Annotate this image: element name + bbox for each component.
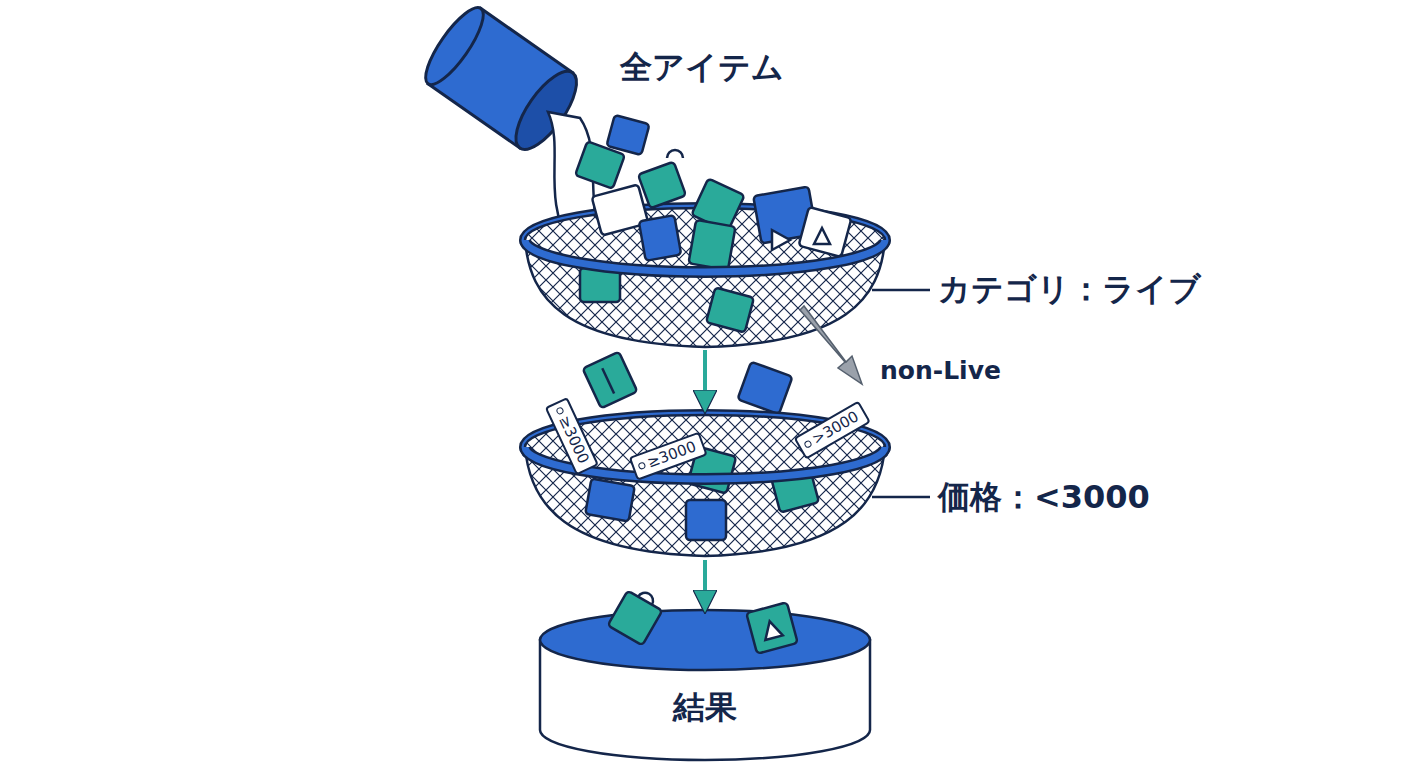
tag-hole <box>637 462 646 471</box>
item-icon <box>799 207 852 257</box>
item-icon <box>575 141 625 189</box>
item-icon <box>606 115 649 155</box>
triangle-icon <box>814 228 830 244</box>
result-platform: 結果 <box>540 610 870 762</box>
play-icon <box>772 230 790 250</box>
item-mark <box>602 368 614 393</box>
items <box>575 115 851 333</box>
triangle-icon <box>761 619 783 640</box>
node-label: 結果 <box>540 690 870 725</box>
node-label: 価格：<3000 <box>938 480 1150 515</box>
leader-line <box>872 496 930 499</box>
leader-line <box>872 289 930 292</box>
reject-label: non-Live <box>880 357 1001 385</box>
item-icon <box>583 352 638 409</box>
bucket-node: 全アイテム <box>440 30 610 165</box>
item-icon <box>706 287 754 332</box>
item-icon <box>686 500 726 540</box>
item-icon <box>688 220 735 270</box>
items <box>583 352 793 415</box>
item-icon <box>737 362 792 415</box>
bag-handle <box>667 150 683 158</box>
node-label: 全アイテム <box>620 50 784 85</box>
filter-sieve: カテゴリ：ライブ <box>525 205 885 350</box>
item-icon <box>585 478 635 521</box>
sieve-rim-front <box>525 240 885 272</box>
item-icon <box>638 162 686 209</box>
item-icon <box>746 602 797 653</box>
item-icon <box>639 215 681 261</box>
node-label: カテゴリ：ライブ <box>938 272 1201 307</box>
sieve-rim-front <box>525 240 885 272</box>
tag-hole <box>803 440 813 450</box>
items <box>585 446 819 540</box>
item-icon <box>608 591 663 646</box>
flow-arrow <box>703 350 707 410</box>
tag-hole <box>555 406 564 415</box>
bag-handle <box>638 590 656 605</box>
bucket-back <box>417 0 493 91</box>
platform-top <box>540 610 870 670</box>
items <box>608 590 798 654</box>
flow-arrow <box>703 560 707 610</box>
reject-arrow <box>800 306 862 384</box>
